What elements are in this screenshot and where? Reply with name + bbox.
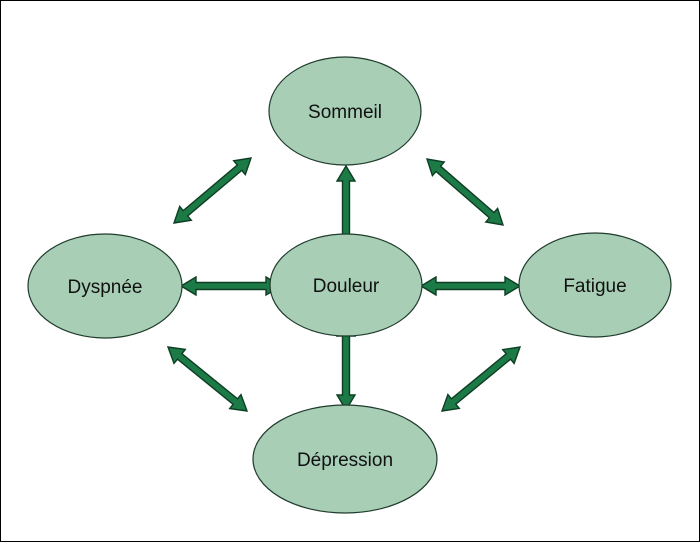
node-fatigue-shape: [518, 232, 672, 338]
node-sommeil-label: Sommeil: [308, 102, 382, 123]
arrow-dyspnee-depression: [166, 346, 249, 412]
node-depression: Dépression: [252, 404, 438, 514]
node-dyspnee: Dyspnée: [27, 233, 183, 339]
node-douleur-label: Douleur: [313, 276, 380, 297]
arrow-douleur-dyspnee: [179, 275, 283, 297]
node-sommeil-shape: [268, 56, 422, 166]
arrow-dyspnee-sommeil: [172, 157, 253, 224]
arrow-depression-fatigue: [440, 346, 522, 412]
node-sommeil: Sommeil: [268, 56, 422, 166]
arrow-douleur-fatigue: [419, 275, 522, 297]
node-fatigue-label: Fatigue: [563, 276, 626, 297]
node-douleur-shape: [269, 233, 423, 337]
node-depression-label: Dépression: [297, 450, 393, 471]
node-fatigue: Fatigue: [518, 232, 672, 338]
node-douleur: Douleur: [269, 233, 423, 337]
node-depression-shape: [252, 404, 438, 514]
arrow-sommeil-fatigue: [425, 158, 505, 226]
node-dyspnee-label: Dyspnée: [68, 277, 143, 298]
node-dyspnee-shape: [27, 233, 183, 339]
